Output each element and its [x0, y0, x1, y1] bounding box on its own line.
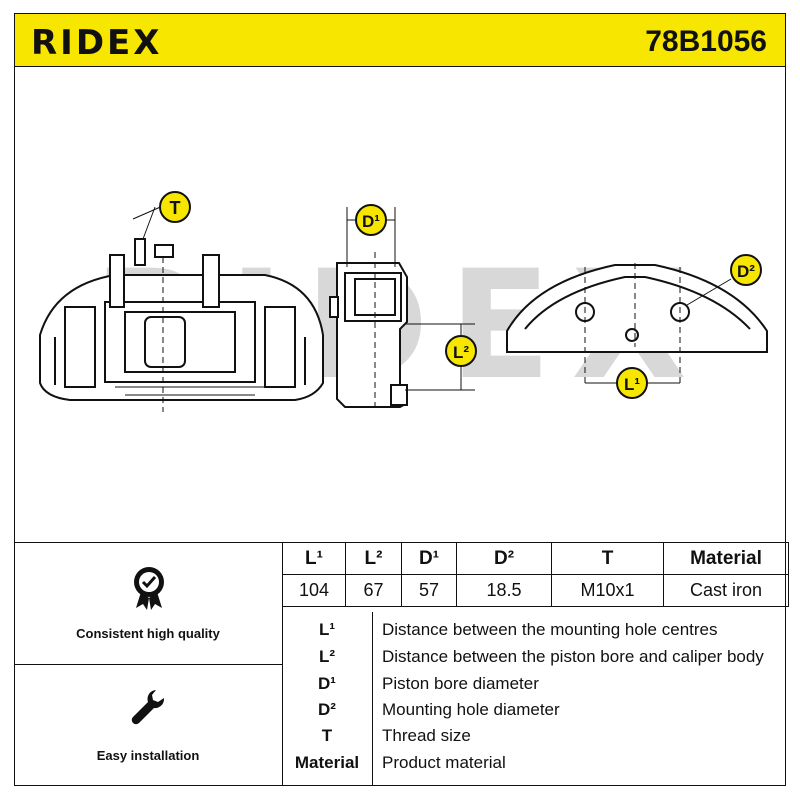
- legend-row: L² Distance between the piston bore and …: [282, 647, 786, 673]
- label-l1-text: L¹: [624, 375, 640, 394]
- legend-key: T: [321, 726, 333, 745]
- label-l2-text: L²: [453, 343, 469, 362]
- legend-key: L²: [318, 647, 336, 666]
- spec-header-t: T: [551, 542, 664, 575]
- label-l2: L²: [445, 335, 477, 367]
- spec-header-row: L¹ L² D¹ D² T Material: [282, 542, 789, 575]
- feature-installation-label: Easy installation: [96, 748, 200, 763]
- d2-dimension: [686, 278, 732, 306]
- label-t: T: [159, 191, 191, 223]
- legend-row: D² Mounting hole diameter: [282, 700, 786, 726]
- spec-header-d1: D¹: [401, 542, 457, 575]
- label-d1-text: D¹: [362, 212, 380, 231]
- label-l1: L¹: [616, 367, 648, 399]
- spec-table: L¹ L² D¹ D² T Material 104 67 57 18.5 M1…: [282, 542, 789, 607]
- legend-desc: Piston bore diameter: [382, 674, 539, 693]
- caliper-top-view: [506, 263, 768, 387]
- legend-desc: Product material: [382, 753, 506, 772]
- feature-divider: [14, 664, 282, 665]
- spec-value-d2: 18.5: [456, 574, 552, 607]
- header-bar: RIDEX 78B1056: [14, 13, 786, 67]
- legend-key: D²: [318, 700, 336, 719]
- spec-value-t: M10x1: [551, 574, 664, 607]
- caliper-side-view: [329, 252, 408, 412]
- legend-key: Material: [294, 753, 360, 772]
- legend-desc: Mounting hole diameter: [382, 700, 560, 719]
- caliper-front-view: [39, 238, 324, 412]
- spec-value-l2: 67: [345, 574, 402, 607]
- legend-key: D¹: [318, 674, 336, 693]
- legend-desc: Distance between the mounting hole centr…: [382, 620, 718, 639]
- content-frame: [14, 66, 786, 786]
- spec-value-material: Cast iron: [663, 574, 789, 607]
- legend-row: L¹ Distance between the mounting hole ce…: [282, 620, 786, 646]
- legend-divider: [372, 612, 373, 786]
- label-t-text: T: [170, 198, 181, 218]
- label-d2: D²: [730, 254, 762, 286]
- column-divider: [282, 542, 283, 786]
- spec-value-row: 104 67 57 18.5 M10x1 Cast iron: [282, 574, 789, 607]
- legend-row: T Thread size: [282, 726, 786, 752]
- part-number: 78B1056: [645, 25, 767, 58]
- spec-value-d1: 57: [401, 574, 457, 607]
- label-d1: D¹: [355, 204, 387, 236]
- legend-key: L¹: [318, 620, 336, 639]
- legend-desc: Thread size: [382, 726, 471, 745]
- label-d2-text: D²: [737, 262, 755, 281]
- caliper-drawing: RIDEX: [39, 191, 768, 413]
- legend-row: Material Product material: [282, 753, 786, 779]
- legend-row: D¹ Piston bore diameter: [282, 674, 786, 700]
- quality-badge-icon: [134, 567, 164, 610]
- spec-header-d2: D²: [456, 542, 552, 575]
- spec-header-l1: L¹: [282, 542, 346, 575]
- spec-value-l1: 104: [282, 574, 346, 607]
- spec-header-l2: L²: [345, 542, 402, 575]
- legend-desc: Distance between the piston bore and cal…: [382, 647, 764, 666]
- feature-quality-label: Consistent high quality: [76, 626, 220, 641]
- wrench-icon: [131, 690, 165, 725]
- brand-logo: RIDEX: [31, 23, 163, 63]
- spec-header-material: Material: [663, 542, 789, 575]
